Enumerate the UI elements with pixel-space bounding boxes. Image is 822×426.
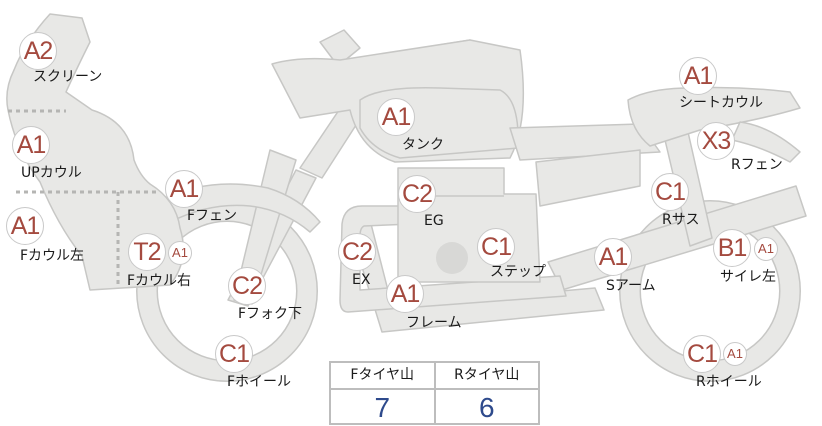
tank-label: タンク — [402, 137, 444, 153]
front-cowl-left-grade: A1 — [6, 207, 44, 245]
front-cowl-right-label: Fカウル右 — [127, 273, 192, 289]
front-cowl-right-grade: T2 — [128, 233, 166, 271]
front-fender-label: Fフェン — [187, 208, 238, 224]
rear-tread-value: 6 — [478, 392, 495, 423]
front-tread-column: Fタイヤ山 7 — [331, 363, 434, 423]
rear-wheel-subgrade: A1 — [723, 342, 747, 366]
engine-label: EG — [424, 213, 444, 229]
rear-tread-column: Rタイヤ山 6 — [433, 363, 538, 423]
silencer-left-label: サイレ左 — [720, 269, 776, 285]
rear-fender-shape — [731, 121, 801, 163]
rear-fender-grade: X3 — [697, 122, 735, 160]
lower-fork-label: Fフォク下 — [238, 306, 303, 322]
rear-suspension-grade: C1 — [651, 173, 689, 211]
seat-cowl-label: シートカウル — [679, 95, 763, 111]
lower-fork-grade: C2 — [228, 267, 266, 305]
frame-label: フレーム — [406, 315, 462, 331]
front-wheel-label: Fホイール — [227, 374, 292, 390]
cowl-shape — [6, 13, 185, 291]
front-tread-header: Fタイヤ山 — [331, 363, 434, 390]
silencer-left-grade: B1 — [713, 229, 751, 267]
rear-fender-label: Rフェン — [731, 157, 783, 173]
front-tread-value: 7 — [374, 392, 391, 423]
rear-wheel-grade: C1 — [683, 335, 721, 373]
engine-grade: C2 — [398, 175, 436, 213]
exhaust-grade: C2 — [338, 233, 376, 271]
screen-grade: A2 — [19, 32, 57, 70]
seat-cowl-grade: A1 — [679, 57, 717, 95]
step-grade: C1 — [477, 228, 515, 266]
exhaust-shape — [339, 205, 567, 313]
swing-arm-grade: A1 — [594, 238, 632, 276]
exhaust-label: EX — [352, 272, 371, 288]
tank-grade: A1 — [377, 98, 415, 136]
swing-arm-label: Sアーム — [606, 278, 656, 294]
upper-cowl-grade: A1 — [12, 126, 50, 164]
front-wheel-grade: C1 — [215, 335, 253, 373]
step-label: ステップ — [490, 264, 546, 280]
screen-label: スクリーン — [33, 69, 103, 85]
front-cowl-left-label: Fカウル左 — [20, 248, 85, 264]
rear-suspension-label: Rサス — [662, 212, 700, 228]
silencer-left-subgrade: A1 — [754, 237, 778, 261]
tire-tread-table: Fタイヤ山 7 Rタイヤ山 6 — [329, 361, 540, 425]
front-cowl-right-subgrade: A1 — [168, 241, 192, 265]
seat-shape — [509, 123, 661, 161]
seat-cowl-shape — [627, 86, 801, 147]
rear-tread-header: Rタイヤ山 — [435, 363, 538, 390]
frame-grade: A1 — [386, 275, 424, 313]
front-fender-grade: A1 — [165, 170, 203, 208]
rear-wheel-label: Rホイール — [696, 374, 762, 390]
upper-cowl-label: UPカウル — [21, 165, 82, 181]
